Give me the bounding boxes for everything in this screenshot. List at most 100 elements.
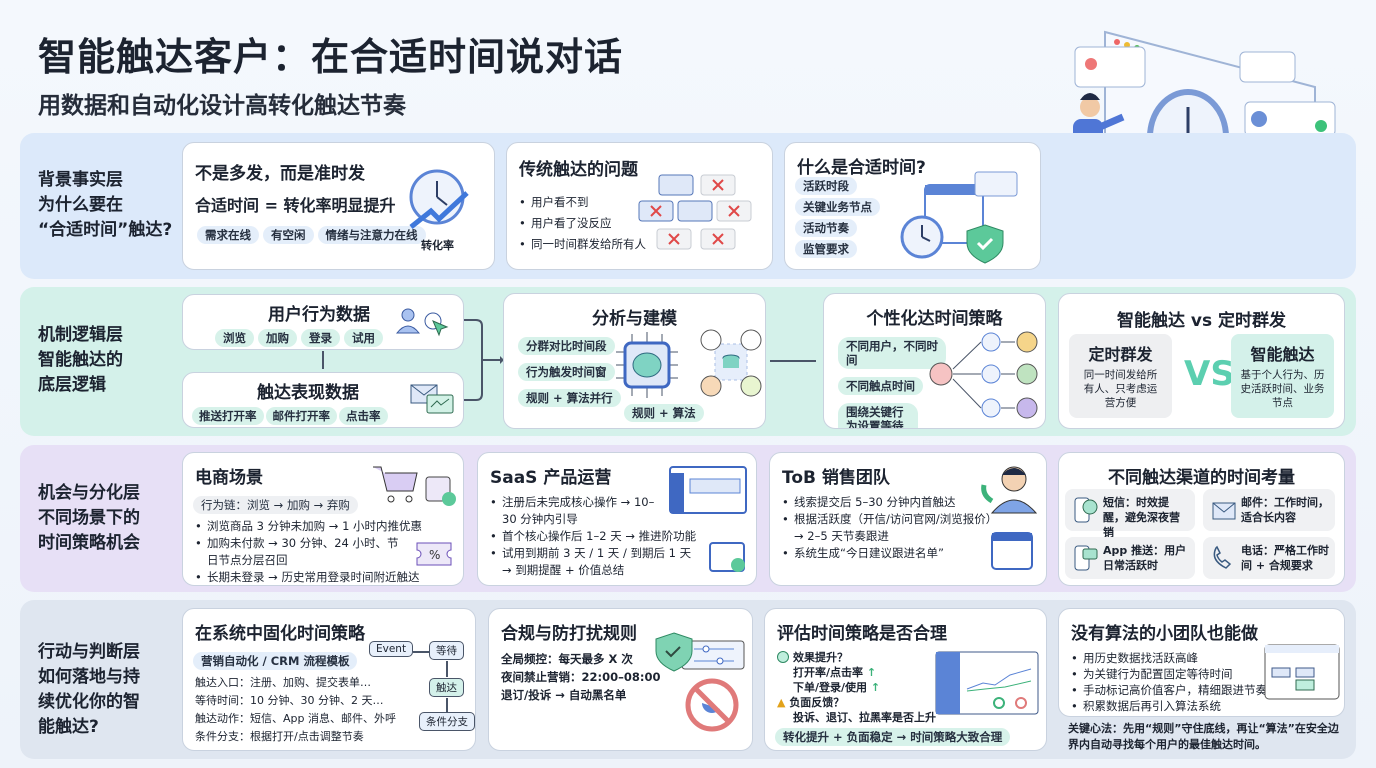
smart-touch-panel: 智能触达 基于个人行为、历史活跃时间、业务节点 xyxy=(1231,334,1334,418)
flow-arrow xyxy=(446,698,448,712)
merge-arrow xyxy=(464,319,504,401)
metric: 打开率/点击率 xyxy=(793,666,864,679)
phone-icon xyxy=(1213,545,1232,569)
tag: 规则 + 算法 xyxy=(624,404,704,422)
tag: 需求在线 xyxy=(197,226,259,244)
user-timing-branches-icon xyxy=(929,331,1038,419)
layer-question: 续优化你的智 xyxy=(38,692,140,712)
calendar-clock-shield-icon xyxy=(900,171,1018,264)
arrow-up-icon: ↑ xyxy=(870,681,881,694)
kanban-board-icon xyxy=(1264,644,1340,700)
config-line: 等待时间：10 分钟、30 分钟、2 天… xyxy=(195,694,384,707)
card-title: 在系统中固化时间策略 xyxy=(195,624,365,644)
channel-phone: 电话：严格工作时间 + 合规要求 xyxy=(1203,537,1335,579)
layer-name: 机会与分化层 xyxy=(38,483,140,503)
user-card-success xyxy=(1244,101,1336,137)
email-icon xyxy=(1212,502,1236,520)
rule-line: 退订/投诉 → 自动黑名单 xyxy=(501,688,627,702)
tag: 邮件打开率 xyxy=(265,407,337,425)
tag: 有空闲 xyxy=(263,226,314,244)
tag: 试用 xyxy=(344,329,383,347)
panel-text: 同一时间发给所有人、只考虑运营方便 xyxy=(1083,369,1158,409)
card-smart-vs-scheduled: 智能触达 vs 定时群发 定时群发 同一时间发给所有人、只考虑运营方便 VS 智… xyxy=(1058,293,1345,429)
list-item: 长期未登录 → 历史常用登录时间附近触达 xyxy=(195,569,445,585)
rule-line: 全局频控：每天最多 X 次 xyxy=(501,652,633,666)
analytics-dashboard-icon xyxy=(935,651,1039,715)
page-subtitle: 用数据和自动化设计高转化触达节奏 xyxy=(38,93,406,119)
card-title: 分析与建模 xyxy=(592,309,677,329)
mail-chart-icon xyxy=(410,384,454,414)
app-push-icon xyxy=(1074,545,1098,571)
list-item: 为关键行为配置固定等待时间 xyxy=(1071,666,1332,682)
card-system-strategy: 在系统中固化时间策略 营销自动化 / CRM 流程模板 触达入口：注册、加购、提… xyxy=(182,608,476,751)
layer-question: 为什么要在 xyxy=(38,195,123,215)
arrow-up-icon: ↑ xyxy=(866,666,877,679)
card-saas: SaaS 产品运营 注册后未完成核心操作 → 10–30 分钟内引导 首个核心操… xyxy=(477,452,757,586)
check-icon xyxy=(777,651,789,663)
flow-node-branch: 条件分支 xyxy=(419,712,475,731)
card-tob-sales: ToB 销售团队 线索提交后 5–30 分钟内首触达 根据活跃度（开信/访问官网… xyxy=(769,452,1047,586)
data-sources-icon xyxy=(700,329,762,397)
user-click-icon xyxy=(395,308,449,337)
warning-icon: ▲ xyxy=(777,696,786,709)
key-insight: 关键心法：先用“规则”守住底线，再让“算法”在安全边界内自动寻找每个用户的最佳触… xyxy=(1068,722,1339,751)
card-touch-performance-data: 触达表现数据 推送打开率邮件打开率点击率 xyxy=(182,372,464,428)
panel-title: 智能触达 xyxy=(1250,345,1315,364)
layer-label-background: 背景事实层 为什么要在 “合适时间”触达? xyxy=(38,168,172,243)
card-what-is-right-time: 什么是合适时间? 活跃时段关键业务节点活动节奏监管要求 xyxy=(784,142,1041,270)
layer-question: “合适时间”触达? xyxy=(38,220,173,240)
layer-question: 如何落地与持 xyxy=(38,667,140,687)
card-traditional-problems: 传统触达的问题 用户看不到 用户看了没反应 同一时间群发给所有人 xyxy=(506,142,773,270)
config-line: 触达入口：注册、加购、提交表单… xyxy=(195,676,371,689)
tag: 行为触发时间窗 xyxy=(518,363,615,381)
list-item: 浏览商品 3 分钟未加购 → 1 小时内推优惠 xyxy=(195,518,445,535)
cart-shirt-icon xyxy=(373,466,456,506)
tag: 不同触点时间 xyxy=(838,377,923,395)
shield-no-disturb-icon xyxy=(655,632,745,732)
card-title: 什么是合适时间? xyxy=(797,158,926,178)
card-precise-timing: 不是多发，而是准时发 合适时间 = 转化率明显提升 需求在线有空闲情绪与注意力在… xyxy=(182,142,495,270)
arrow-down xyxy=(322,351,324,369)
sms-phone-icon xyxy=(1074,497,1098,523)
card-title: 评估时间策略是否合理 xyxy=(777,624,947,644)
bell-notification-icon xyxy=(1074,46,1146,88)
formula-text: 合适时间 = 转化率明显提升 xyxy=(195,196,396,215)
metric: 下单/登录/使用 xyxy=(793,681,868,694)
card-title: SaaS 产品运营 xyxy=(490,468,612,488)
failed-messages-icon xyxy=(638,174,752,250)
card-ecommerce: 电商场景 行为链：浏览 → 加购 → 弃购 浏览商品 3 分钟未加购 → 1 小… xyxy=(182,452,464,586)
vs-label: VS xyxy=(1184,354,1235,394)
behavior-chain: 行为链：浏览 → 加购 → 弃购 xyxy=(193,496,358,514)
list-item: 根据活跃度（开信/访问官网/浏览报价）→ 2–5 天节奏跟进 xyxy=(782,511,997,545)
tag: 关键业务节点 xyxy=(795,198,880,216)
tag: 登录 xyxy=(301,329,340,347)
ai-brain-chip-icon xyxy=(616,332,678,398)
sales-rep-calendar-icon xyxy=(981,466,1038,570)
card-user-behavior-data: 用户行为数据 浏览加购登录试用 xyxy=(182,294,464,350)
flow-node-wait: 等待 xyxy=(429,641,464,660)
layer-name: 行动与判断层 xyxy=(38,642,140,662)
list-item: 首个核心操作后 1–2 天 → 推进阶功能 xyxy=(490,528,702,545)
tag: 规则 + 算法并行 xyxy=(518,389,621,407)
card-title: ToB 销售团队 xyxy=(782,468,890,488)
card-channel-timing: 不同触达渠道的时间考量 短信：时效提醒，避免深夜营销 邮件：工作时间，适合长内容… xyxy=(1058,452,1345,586)
list-item: 系统生成“今日建议跟进名单” xyxy=(782,545,997,562)
list-item: 手动标记高价值客户，精细跟进节奏 xyxy=(1071,682,1332,698)
flow-arrow xyxy=(413,651,429,653)
tag: 浏览 xyxy=(215,329,254,347)
card-title: 个性化达时间策略 xyxy=(866,309,1003,329)
card-compliance: 合规与防打扰规则 全局频控：每天最多 X 次 夜间禁止营销：22:00–08:0… xyxy=(488,608,753,751)
tag: 加购 xyxy=(258,329,297,347)
channel-app-push: App 推送：用户日常活跃时 xyxy=(1065,537,1195,579)
list-item: 用户看不到 xyxy=(519,192,760,213)
list-item: 积累数据后再引入算法系统 xyxy=(1071,698,1332,714)
question: 负面反馈？ xyxy=(789,696,845,709)
chat-bubble-icon xyxy=(1239,51,1296,83)
channel-email: 邮件：工作时间，适合长内容 xyxy=(1203,489,1335,531)
card-title: 合规与防打扰规则 xyxy=(501,624,637,644)
scheduled-broadcast-panel: 定时群发 同一时间发给所有人、只考虑运营方便 xyxy=(1069,334,1172,418)
card-title: 传统触达的问题 xyxy=(519,160,638,180)
card-evaluate-strategy: 评估时间策略是否合理 效果提升？ 打开率/点击率 ↑ 下单/登录/使用 ↑ ▲ … xyxy=(764,608,1047,751)
metric: 投诉、退订、拉黑率是否上升 xyxy=(793,711,936,724)
panel-text: 基于个人行为、历史活跃时间、业务节点 xyxy=(1240,369,1325,409)
